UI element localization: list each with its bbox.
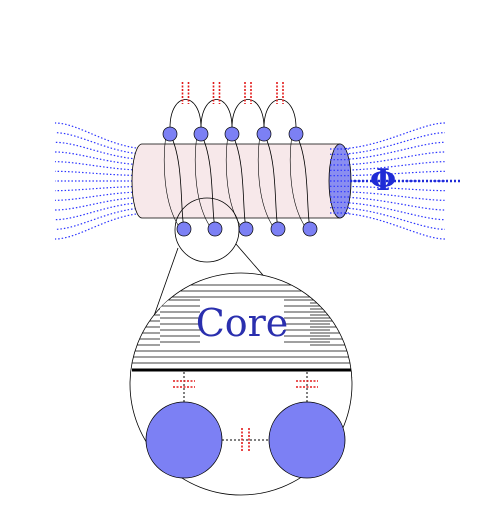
wire-left-cross-section [145, 401, 223, 479]
interwinding-capacitor [244, 82, 252, 104]
coil-loop [231, 99, 265, 129]
wire-cross-section [270, 221, 286, 237]
field-line [334, 191, 446, 201]
flux-indicator: Φ [370, 163, 396, 198]
wire-cross-section [288, 126, 304, 142]
wire-cross-sections-top [162, 126, 304, 142]
capacitor-left-to-core [173, 372, 195, 402]
capacitor-between-wires [222, 428, 269, 452]
wire-cross-section [176, 221, 192, 237]
field-line [334, 170, 446, 177]
field-line [334, 122, 446, 150]
coil-loop [200, 99, 233, 129]
capacitor-right-to-core [296, 372, 318, 402]
wire-cross-section [302, 221, 318, 237]
field-line [334, 201, 446, 221]
field-line [334, 132, 446, 155]
wire-cross-section [224, 126, 240, 142]
core-label: Core [196, 301, 289, 345]
field-line [334, 212, 446, 240]
interwinding-capacitor [181, 82, 190, 104]
interwinding-capacitors [181, 82, 284, 104]
zoom-detail: Core [129, 272, 353, 496]
field-line [54, 212, 151, 240]
coil-turn [169, 133, 185, 229]
coil-turn-back [289, 133, 307, 229]
wire-cross-section [207, 221, 223, 237]
coil-loop [263, 99, 297, 129]
coil-turn [263, 133, 279, 229]
wire-right-cross-section [268, 401, 346, 479]
coil-turn [231, 133, 247, 229]
wire-cross-section [238, 221, 254, 237]
coil-turn-back [163, 133, 181, 229]
wire-cross-sections-bottom [176, 221, 318, 237]
coil-turn [200, 133, 216, 229]
field-line [334, 141, 446, 161]
wire-cross-section [162, 126, 178, 142]
wire-cross-section [193, 126, 209, 142]
field-line [334, 207, 446, 230]
flux-label: Φ [370, 163, 396, 198]
field-line [54, 122, 151, 150]
coil-loop [169, 99, 202, 129]
zoom-source-circle [174, 197, 240, 263]
interwinding-capacitor [276, 82, 284, 104]
coil-turn-back [257, 133, 275, 229]
coil-turn-back [194, 133, 212, 229]
field-line [334, 185, 446, 192]
field-line [334, 196, 446, 211]
field-line [334, 161, 446, 171]
coil-turn [295, 133, 311, 229]
interwinding-capacitor [212, 82, 221, 104]
core-cylinder [131, 143, 352, 219]
wire-cross-section [256, 126, 272, 142]
core-body [131, 143, 341, 219]
coil-windings [163, 99, 311, 229]
